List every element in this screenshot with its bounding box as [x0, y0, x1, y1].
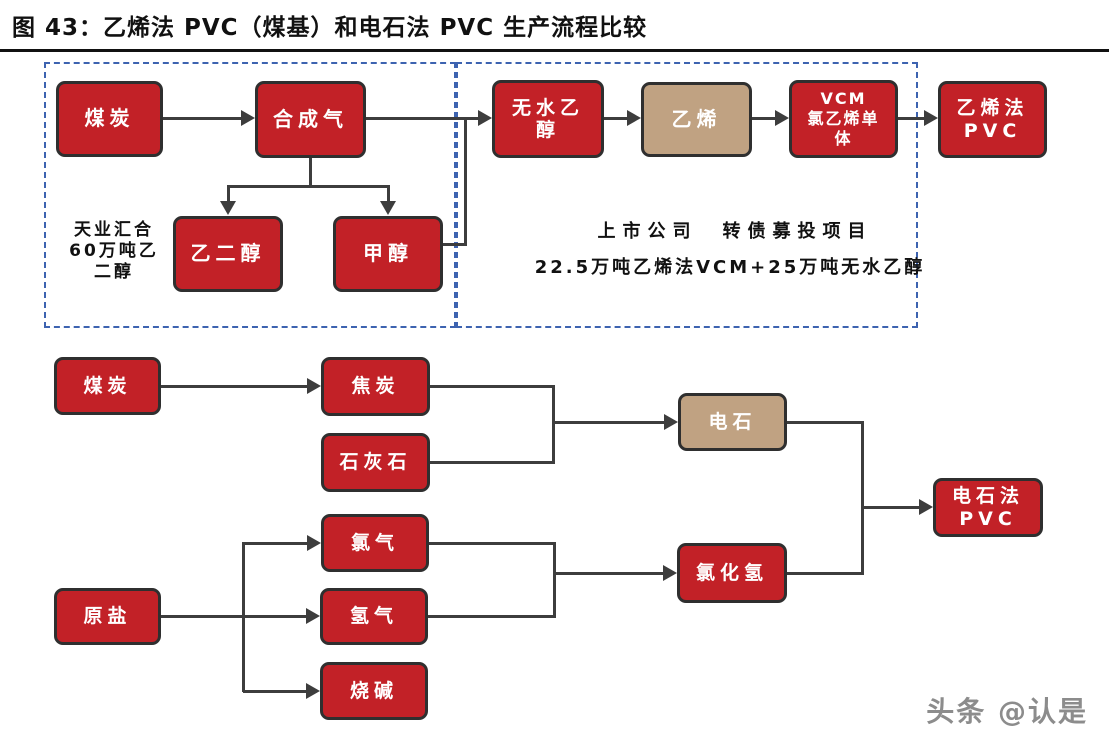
arrowhead-into-hcl	[663, 565, 677, 581]
edge-branch-to-caustic	[243, 690, 306, 693]
edge-ethanol-to-ethylene	[604, 117, 627, 120]
edge-syngas-down-stub	[309, 158, 312, 187]
arrowhead-into-methanol	[380, 201, 396, 215]
edge-rawsalt-branch-vertical	[242, 542, 245, 692]
node-carbide-pvc: 电石法 PVC	[933, 478, 1043, 537]
node-ethylene: 乙烯	[641, 82, 752, 157]
arrowhead-into-hydrogen	[306, 608, 320, 624]
edge-merge-to-carbide	[553, 421, 664, 424]
group-tianye-huihe-region	[44, 62, 456, 328]
edge-coal-to-coke	[161, 385, 307, 388]
edge-hydrogen-out	[428, 615, 555, 618]
note-listed-company: 上市公司 转债募投项目	[597, 221, 873, 242]
edge-merge-to-hcl	[554, 572, 663, 575]
title-divider	[0, 49, 1109, 52]
edge-merge-to-carbide-pvc	[862, 506, 919, 509]
edge-limestone-out	[430, 461, 554, 464]
edge-split-to-glycol	[227, 185, 230, 202]
edge-chlorine-out	[429, 542, 555, 545]
arrowhead-into-caustic-soda	[306, 683, 320, 699]
node-chlorine: 氯气	[321, 514, 429, 572]
note-project-capacity: 22.5万吨乙烯法VCM+25万吨无水乙醇	[534, 257, 926, 278]
edge-coal-to-syngas	[163, 117, 241, 120]
watermark-toutiao: 头条 @认是	[926, 695, 1088, 728]
edge-vcm-to-ethylene-pvc	[898, 117, 924, 120]
arrowhead-into-chlorine	[307, 535, 321, 551]
arrowhead-into-coke	[307, 378, 321, 394]
arrowhead-into-ethylene-glycol	[220, 201, 236, 215]
node-caustic-soda: 烧碱	[320, 662, 428, 720]
edge-hcl-out	[787, 572, 863, 575]
node-coal-top: 煤炭	[56, 81, 163, 157]
figure-title: 图 43：乙烯法 PVC（煤基）和电石法 PVC 生产流程比较	[12, 15, 648, 41]
node-ethylene-pvc: 乙烯法 PVC	[938, 81, 1047, 158]
edge-branch-to-chlorine	[243, 542, 307, 545]
node-carbide: 电石	[678, 393, 787, 451]
node-anhydrous-ethanol: 无水乙 醇	[492, 80, 604, 158]
edge-carbide-hcl-merge	[861, 421, 864, 575]
node-hydrogen: 氢气	[320, 588, 428, 645]
node-coke: 焦炭	[321, 357, 430, 416]
group-listed-company-project-region	[456, 62, 918, 328]
arrowhead-into-ethylene-pvc	[924, 110, 938, 126]
arrowhead-into-syngas	[241, 110, 255, 126]
arrowhead-into-carbide-pvc	[919, 499, 933, 515]
edge-split-to-methanol	[387, 185, 390, 202]
arrowhead-into-anhydrous-ethanol	[478, 110, 492, 126]
note-tianye-huihe: 天业汇合 60万吨乙 二醇	[69, 220, 159, 282]
node-ethylene-glycol: 乙二醇	[173, 216, 283, 292]
edge-syngas-to-ethanol	[366, 117, 478, 120]
arrowhead-into-vcm	[775, 110, 789, 126]
arrowhead-into-carbide	[664, 414, 678, 430]
node-raw-salt: 原盐	[54, 588, 161, 645]
edge-chlorine-hydrogen-merge	[553, 542, 556, 618]
node-coal-bottom: 煤炭	[54, 357, 161, 415]
node-limestone: 石灰石	[321, 433, 430, 492]
edge-rawsalt-to-hydrogen	[161, 615, 306, 618]
edge-split-horizontal	[227, 185, 390, 188]
arrowhead-into-ethylene	[627, 110, 641, 126]
node-methanol: 甲醇	[333, 216, 443, 292]
edge-coke-out	[430, 385, 554, 388]
edge-methanol-out	[443, 243, 467, 246]
edge-ethylene-to-vcm	[752, 117, 775, 120]
edge-carbide-out	[787, 421, 863, 424]
edge-coke-limestone-merge	[552, 385, 555, 464]
edge-methanol-up-join	[464, 117, 467, 246]
node-syngas: 合成气	[255, 81, 366, 158]
node-vcm: VCM 氯乙烯单 体	[789, 80, 898, 158]
node-hcl: 氯化氢	[677, 543, 787, 603]
